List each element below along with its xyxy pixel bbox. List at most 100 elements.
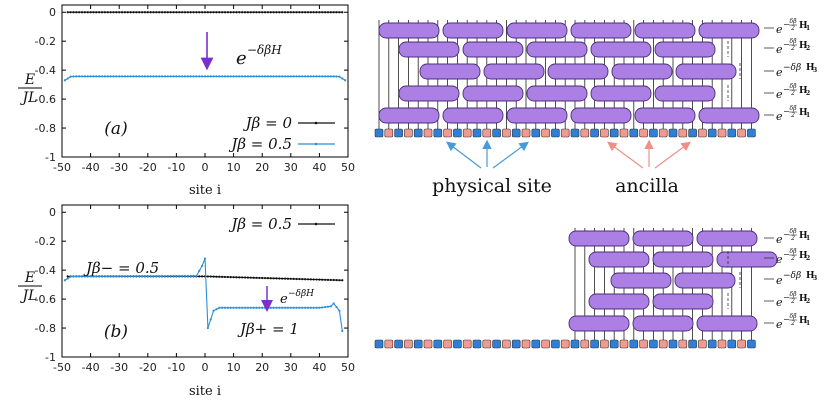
plot-b-series-1-point	[341, 279, 344, 282]
plot-a-series-1-point	[338, 11, 341, 14]
top-circuit-gate-layer-1	[634, 22, 696, 39]
plot-b-series-2-point	[324, 305, 327, 309]
plot-a-series-2-point	[166, 75, 169, 78]
plot-a-series-2-point	[115, 75, 118, 78]
top-gate-label-1-minus: −	[783, 20, 790, 29]
top-gate-label-4-base: e	[776, 88, 783, 101]
ancilla-arrow-right	[654, 141, 691, 169]
plot-b-series-2-point	[146, 275, 149, 278]
bottom-circuit-gate-layer-4	[588, 293, 650, 310]
plot-b-series-2-point	[246, 306, 249, 309]
bottom-circuit-physical-site	[511, 339, 521, 349]
plot-a-series-1-point	[229, 11, 232, 14]
top-circuit-physical-site	[590, 128, 599, 138]
plot-b-series-1-point	[283, 277, 287, 280]
plot-a-series-2-point	[221, 75, 224, 78]
plot-b-series-2-point	[181, 274, 184, 278]
plot-a-xtick-label: -50	[53, 161, 71, 174]
bottom-circuit-physical-site	[551, 339, 560, 349]
plot-a-series-1-point	[100, 11, 104, 14]
plot-a-series-2-point	[218, 75, 221, 78]
plot-b-series-2-point	[283, 306, 287, 309]
plot-b-series-2-point	[266, 306, 270, 309]
bottom-gate-label-5-base: e	[776, 318, 783, 331]
bottom-circuit-physical-site	[570, 339, 580, 349]
plot-a-series-1-point	[306, 11, 310, 14]
plot-b-series-2-point	[235, 306, 238, 309]
bottom-gate-label-5-minus: −	[783, 315, 790, 324]
plot-a-series-1-point	[192, 11, 195, 14]
plot-a-series-1-point	[98, 11, 101, 14]
plot-a-series-2-point	[215, 75, 218, 78]
plot-b-series-1-point	[272, 277, 275, 280]
physical-arrow-right	[492, 141, 529, 169]
top-gate-label-1-frac-den: 2	[790, 25, 795, 32]
plot-b-xtick-label: -10	[167, 361, 185, 374]
plot-a-legend-1-marker	[314, 121, 318, 125]
physical-site-label: physical site	[432, 175, 552, 197]
plot-a-series-2-point	[269, 75, 272, 78]
plot-a-series-2-point	[263, 75, 267, 78]
top-gate-label-4-frac-den: 2	[790, 90, 795, 97]
bottom-circuit-ancilla-site	[521, 339, 531, 349]
top-circuit-ancilla-site	[639, 128, 648, 138]
plot-a-series-1-point	[92, 11, 95, 14]
plot-a-series-2-point	[120, 75, 124, 78]
plot-a-series-1-point	[120, 11, 124, 14]
plot-a-series-2-point	[312, 75, 315, 78]
plot-a-series-2-point	[324, 75, 327, 78]
plot-b-series-1-point	[235, 276, 238, 279]
bottom-gate-label-5-sub: 1	[806, 320, 810, 327]
plot-a-series-1-point	[181, 11, 184, 14]
plot-a-xtick-label: -20	[139, 161, 157, 174]
plot-b-series-1-point	[335, 279, 338, 282]
plot-a-series-2-point	[329, 75, 332, 78]
plot-b-arrow-exp: −δβH	[288, 289, 314, 299]
top-circuit-physical-site	[688, 128, 697, 138]
top-circuit-gate-layer-4	[590, 85, 652, 102]
plot-b-series-2-point	[338, 309, 341, 312]
plot-a-xtick-label: 0	[202, 161, 209, 174]
plot-b-series-2-point	[241, 306, 244, 309]
plot-a-series-2-point	[283, 75, 287, 78]
bottom-circuit-gate-layer-3	[674, 272, 736, 289]
plot-b-series-1-point	[206, 275, 209, 278]
plot-b-series-1-point	[238, 276, 241, 279]
plot-a-series-2-point	[249, 75, 252, 78]
plot-a-series-2-point	[69, 75, 72, 78]
plot-b-xtick-label: -40	[82, 361, 100, 374]
plot-a-series-1-point	[326, 11, 330, 14]
plot-a-series-1-point	[83, 11, 86, 14]
bottom-gate-label-4-frac-num: δβ	[789, 291, 797, 298]
plot-b-series-1-point	[212, 275, 215, 278]
plot-a-series-2-point	[315, 75, 318, 78]
plot-b-series-2-point	[149, 274, 152, 278]
plot-b-series-2-point	[255, 306, 258, 309]
plot-a-series-1-point	[69, 11, 72, 14]
top-circuit-physical-site	[707, 128, 717, 138]
plot-a-series-2-point	[149, 75, 152, 78]
plot-a-series-1-point	[292, 11, 295, 14]
plot-b-series-1-point	[289, 277, 292, 280]
plot-a-series-1-point	[301, 11, 304, 14]
top-gate-label-1-sub: 1	[806, 25, 810, 32]
plot-b-series-2-point	[72, 275, 75, 278]
plot-b-series-1-point	[321, 278, 324, 281]
plot-b-ytick-label: 0	[49, 206, 56, 219]
plot-b-ylabel-den: JL	[20, 288, 38, 304]
plot-a-series-1-point	[140, 11, 144, 14]
plot-b-series-1-point	[243, 276, 247, 279]
plot-a-series-2-point	[212, 75, 215, 78]
bottom-gate-label-4-minus: −	[783, 293, 790, 302]
top-circuit-gate-layer-3	[547, 63, 609, 80]
plot-b-series-1-point	[258, 276, 261, 280]
plot-b-series-2-point	[243, 306, 247, 309]
top-circuit-gate-layer-1	[506, 22, 568, 39]
top-gate-label-2-frac-num: δβ	[789, 38, 797, 45]
plot-b-series-2-point	[309, 306, 312, 309]
plot-a-series-2-point	[206, 75, 209, 78]
plot-a-series-1-point	[341, 11, 344, 14]
plot-a-series-1-point	[318, 11, 321, 14]
plot-b-xtick-label: 10	[227, 361, 241, 374]
